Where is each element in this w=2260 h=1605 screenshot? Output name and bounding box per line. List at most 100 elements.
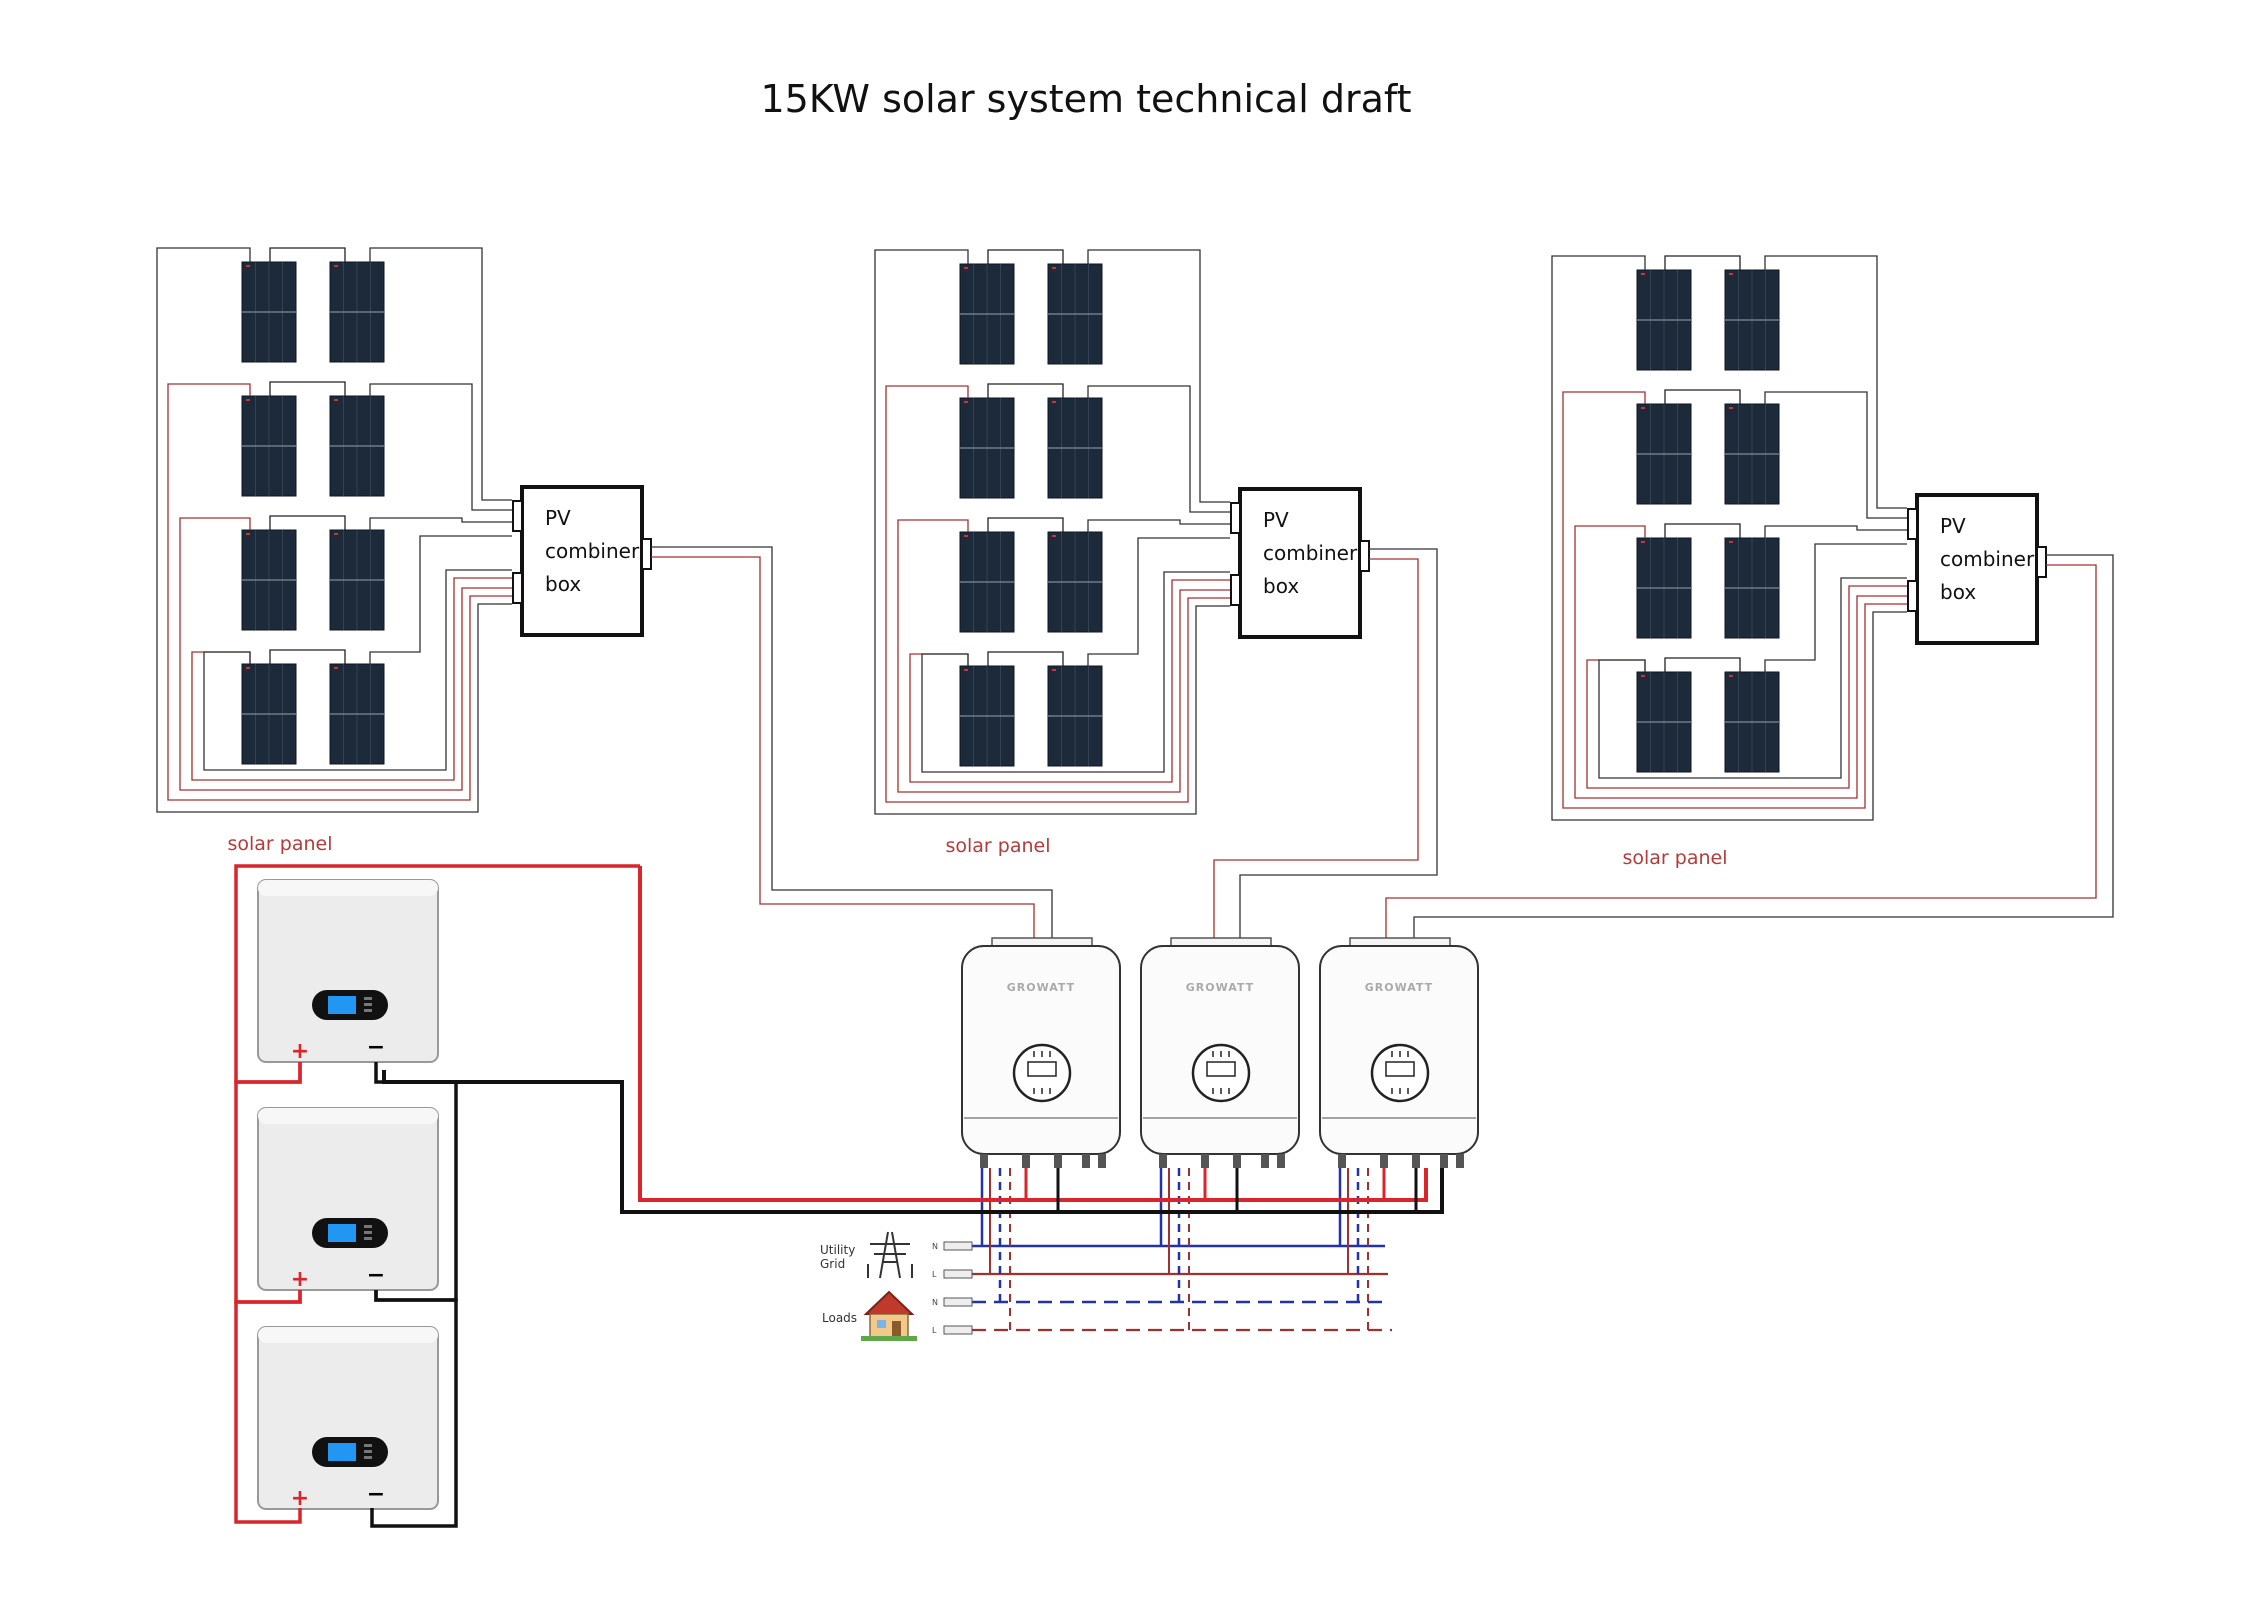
string-negative (179, 517, 512, 791)
string-positive (1087, 385, 1230, 513)
string-jumper (987, 249, 1064, 264)
solar-panel (241, 529, 297, 631)
string-negative (897, 519, 1230, 793)
string-positive (369, 383, 512, 511)
pv-cable (1385, 564, 2097, 938)
string-negative (885, 385, 1230, 803)
solar-panel (1636, 537, 1692, 639)
string-negative (1574, 525, 1907, 799)
string-jumper (269, 247, 346, 262)
string-jumper (269, 515, 346, 530)
loads-group: Loads N L (822, 1290, 973, 1341)
string-positive (369, 517, 512, 530)
solar-panel (959, 665, 1015, 767)
battery-1: +− (257, 879, 439, 1064)
string-positive (369, 535, 512, 664)
battery-link-positive (234, 864, 640, 1084)
inverters: GROWATT GROWATT GROWATT (961, 937, 1479, 1168)
combiner-box-label: PV (1940, 514, 1966, 538)
battery-negative-terminal: − (367, 1263, 385, 1288)
solar-array-2: PV combiner box solar panel (874, 249, 1370, 857)
solar-panel (1047, 665, 1103, 767)
string-positive (1087, 249, 1230, 503)
inverter-terminal (1261, 1154, 1269, 1168)
grid-n-breaker (943, 1241, 973, 1251)
pv-combiner-box: PV combiner box (1230, 487, 1370, 639)
string-jumper (1664, 389, 1741, 404)
inverter-brand-logo: GROWATT (1365, 981, 1433, 994)
diagram-title: 15KW solar system technical draft (761, 77, 1412, 121)
utility-grid-label-1: Utility (820, 1243, 855, 1257)
solar-panel (329, 529, 385, 631)
battery-2: +− (257, 1107, 439, 1292)
inverter-brand-logo: GROWATT (1007, 981, 1075, 994)
inverter-terminal (1098, 1154, 1106, 1168)
grid-l-breaker (943, 1269, 973, 1279)
string-jumper (269, 649, 346, 664)
loads-n-breaker (943, 1297, 973, 1307)
inverter-terminal (1338, 1154, 1346, 1168)
string-jumper (987, 383, 1064, 398)
pv-cable (651, 556, 1035, 938)
string-negative (203, 569, 512, 771)
solar-panel (1047, 263, 1103, 365)
loads-l-breaker (943, 1325, 973, 1335)
pv-cable (1213, 558, 1419, 938)
solar-panel (1636, 269, 1692, 371)
inverter-3: GROWATT (1319, 937, 1479, 1168)
utility-grid-group: Utility Grid N L (820, 1231, 973, 1279)
combiner-box-label: box (1940, 580, 1976, 604)
solar-panel (1047, 397, 1103, 499)
inverter-2: GROWATT (1140, 937, 1300, 1168)
combiner-box-label: combiner (545, 539, 640, 563)
inverter-terminal (1277, 1154, 1285, 1168)
combiner-box-label: PV (1263, 508, 1289, 532)
string-negative (874, 249, 1230, 815)
combiner-box-label: combiner (1263, 541, 1358, 565)
string-jumper (269, 381, 346, 396)
inverter-1: GROWATT (961, 937, 1121, 1168)
solar-panel-label: solar panel (227, 833, 332, 855)
string-negative (167, 383, 512, 801)
solar-panel-label: solar panel (945, 835, 1050, 857)
combiner-box-label: PV (545, 506, 571, 530)
solar-panel (329, 395, 385, 497)
utility-grid-label-2: Grid (820, 1257, 845, 1271)
battery-negative-terminal: − (367, 1482, 385, 1507)
string-jumper (1664, 523, 1741, 538)
solar-panel (959, 531, 1015, 633)
string-jumper (987, 651, 1064, 666)
solar-panel (1724, 671, 1780, 773)
inverter-terminal (1054, 1154, 1062, 1168)
pv-cable (1239, 548, 1438, 938)
battery-positive-terminal: + (291, 1267, 309, 1292)
string-positive (1087, 537, 1230, 666)
pv-combiner-box: PV combiner box (1907, 493, 2047, 645)
pv-cable (1413, 554, 2114, 938)
solar-panel (329, 663, 385, 765)
battery-negative-terminal: − (367, 1035, 385, 1060)
solar-panel (1636, 403, 1692, 505)
inverter-terminal (1456, 1154, 1464, 1168)
batteries: +−+−+− (234, 864, 640, 1528)
string-negative (921, 571, 1230, 773)
ac-bus (382, 866, 1444, 1332)
solar-panel (959, 397, 1015, 499)
combiner-to-inverter-cables (651, 546, 2114, 938)
inverter-terminal (1159, 1154, 1167, 1168)
combiner-box-label: box (1263, 574, 1299, 598)
combiner-box-label: combiner (1940, 547, 2035, 571)
string-negative (1598, 577, 1907, 779)
battery-negative-bus (382, 1070, 1444, 1214)
grid-l-label: L (932, 1270, 937, 1279)
string-positive (369, 247, 512, 501)
solar-panel (1724, 269, 1780, 371)
inverter-terminal (1022, 1154, 1030, 1168)
solar-panel (241, 663, 297, 765)
battery-positive-terminal: + (291, 1486, 309, 1511)
inverter-terminal (1201, 1154, 1209, 1168)
string-negative (1562, 391, 1907, 809)
solar-arrays: PV combiner box solar panel PV combiner box sol… (156, 247, 2047, 869)
